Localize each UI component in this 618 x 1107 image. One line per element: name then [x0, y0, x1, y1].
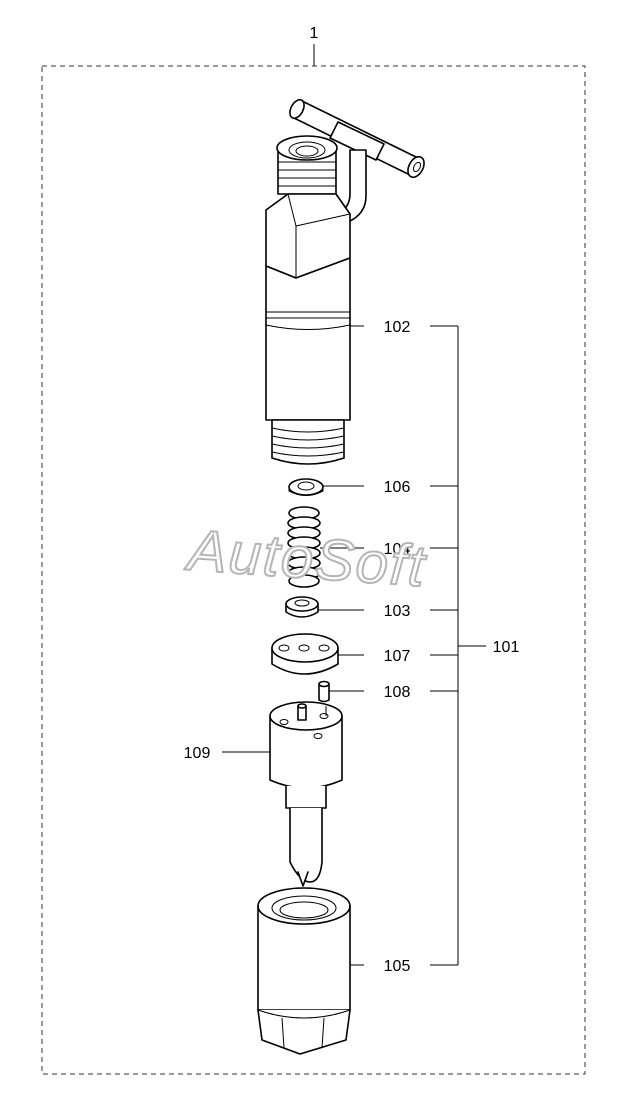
part-109-nozzle[interactable]	[269, 701, 343, 887]
part-106-shim-washer[interactable]	[288, 478, 324, 496]
label-part-108: 108	[384, 684, 411, 701]
label-part-107: 107	[384, 648, 411, 665]
label-part-106: 106	[384, 479, 411, 496]
part-107-intermediate-disc[interactable]	[271, 633, 339, 675]
part-105-nozzle-nut[interactable]	[257, 887, 351, 1055]
label-group-101: 101	[493, 639, 520, 656]
leader-lines	[222, 325, 486, 966]
label-part-103: 103	[384, 603, 411, 620]
label-part-102: 102	[384, 319, 411, 336]
label-part-109: 109	[184, 745, 211, 762]
assembly-label: 1	[310, 25, 319, 42]
part-103-spring-seat[interactable]	[285, 596, 319, 618]
part-104-spring[interactable]	[287, 506, 321, 588]
part-102-injector-body[interactable]	[265, 97, 427, 465]
label-part-104: 104	[384, 541, 411, 558]
part-108-dowel-pin[interactable]	[318, 680, 330, 703]
watermark: AutoSoft	[183, 518, 429, 600]
label-part-105: 105	[384, 958, 411, 975]
